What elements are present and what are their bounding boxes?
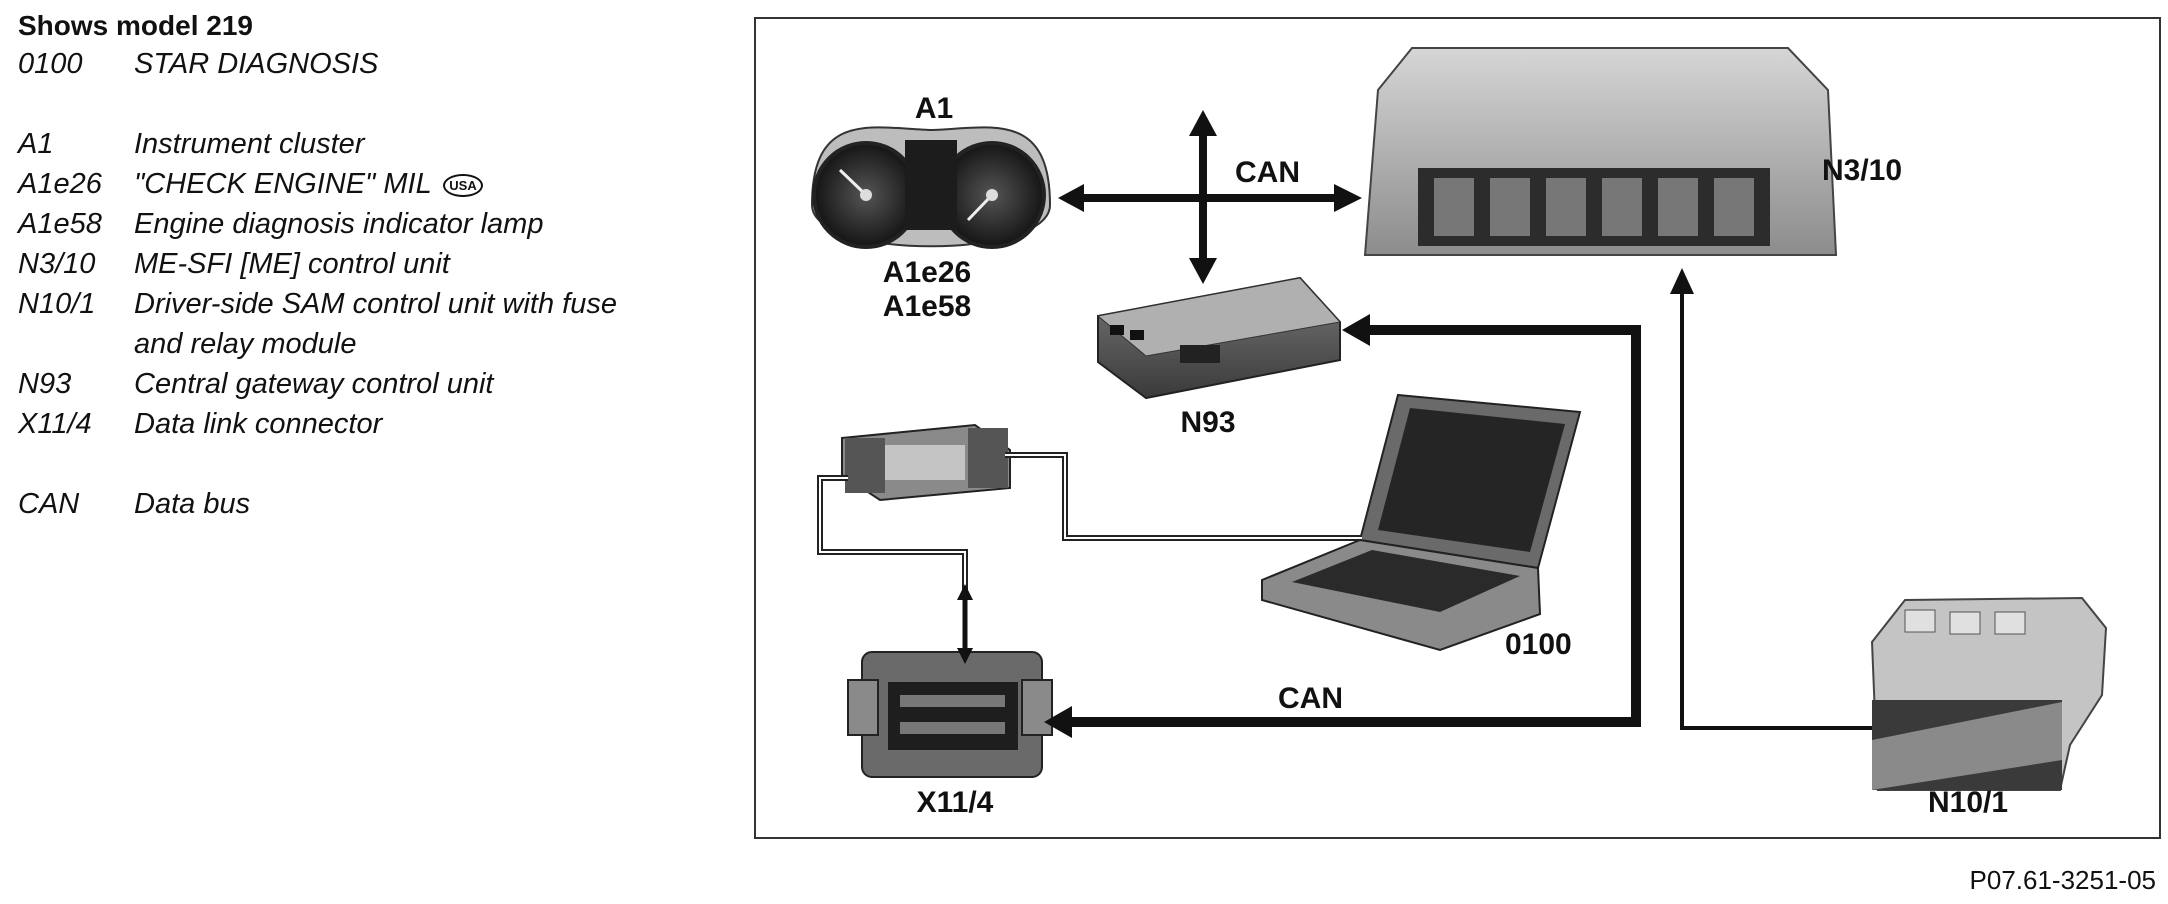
- legend-code: A1e58: [18, 208, 102, 240]
- can-bus-cross-arrow: [1058, 110, 1362, 284]
- label-n93: N93: [1180, 406, 1235, 439]
- legend-desc-line2: and relay module: [134, 328, 357, 360]
- legend-item-a1e26: A1e26 "CHECK ENGINE" MIL USA: [18, 164, 718, 204]
- label-a1e58: A1e58: [883, 290, 971, 323]
- laptop-0100: [1261, 393, 1582, 652]
- label-n10-1: N10/1: [1928, 786, 2008, 819]
- legend-code: CAN: [18, 488, 80, 520]
- legend-code: A1e26: [18, 168, 102, 200]
- legend-desc: Instrument cluster: [134, 128, 365, 160]
- adapter-link-arrow: [957, 584, 973, 664]
- legend-desc: STAR DIAGNOSIS: [134, 48, 379, 80]
- legend-code: A1: [18, 128, 54, 160]
- label-x11-4: X11/4: [917, 786, 994, 819]
- legend-item-0100: 0100 STAR DIAGNOSIS: [18, 44, 718, 84]
- legend-item-a1: A1 Instrument cluster: [18, 124, 718, 164]
- sam-control-unit-n10-1: [1870, 596, 2108, 791]
- legend-item-n10-1: N10/1 Driver-side SAM control unit with …: [18, 284, 718, 364]
- label-n3-10: N3/10: [1822, 154, 1902, 187]
- legend: Shows model 219 0100 STAR DIAGNOSIS A1 I…: [18, 8, 718, 524]
- diagram-frame: [754, 17, 2161, 839]
- gateway-n93: [1096, 276, 1341, 400]
- figure-reference: P07.61-3251-05: [1969, 865, 2156, 895]
- control-unit-n3-10: [1363, 47, 1838, 256]
- diagnostic-cables: [817, 452, 1362, 590]
- label-can-top: CAN: [1235, 156, 1300, 189]
- legend-code: X11/4: [18, 408, 92, 440]
- legend-desc: ME-SFI [ME] control unit: [134, 248, 450, 280]
- usa-badge: USA: [443, 173, 483, 197]
- legend-desc-line1: Driver-side SAM control unit with fuse: [134, 288, 617, 320]
- legend-title: Shows model 219: [18, 10, 253, 41]
- legend-item-n3-10: N3/10 ME-SFI [ME] control unit: [18, 244, 718, 284]
- label-a1e26: A1e26: [883, 256, 971, 289]
- legend-code: N3/10: [18, 248, 96, 280]
- legend-item-a1e58: A1e58 Engine diagnosis indicator lamp: [18, 204, 718, 244]
- sam-to-ecu-line: [1670, 268, 1872, 730]
- legend-desc: Data link connector: [134, 408, 383, 440]
- legend-item-n93: N93 Central gateway control unit: [18, 364, 718, 404]
- can-bus-line: [1044, 314, 1641, 738]
- legend-desc: Engine diagnosis indicator lamp: [134, 208, 544, 240]
- legend-desc: "CHECK ENGINE" MIL USA: [134, 164, 718, 204]
- label-0100: 0100: [1505, 628, 1572, 661]
- instrument-cluster-a1: [810, 126, 1052, 249]
- legend-item-x11-4: X11/4 Data link connector: [18, 404, 718, 444]
- scan-adapter: [841, 423, 1011, 502]
- legend-desc: Driver-side SAM control unit with fuse a…: [134, 284, 718, 364]
- legend-desc: Data bus: [134, 488, 251, 520]
- data-link-connector-x11-4: [847, 651, 1053, 778]
- label-can-bottom: CAN: [1278, 682, 1343, 715]
- legend-code: N93: [18, 368, 72, 400]
- legend-desc-text: "CHECK ENGINE" MIL: [134, 168, 432, 200]
- legend-code: 0100: [18, 48, 83, 80]
- legend-code: N10/1: [18, 288, 96, 320]
- legend-desc: Central gateway control unit: [134, 368, 494, 400]
- legend-item-can: CAN Data bus: [18, 484, 718, 524]
- label-a1: A1: [915, 92, 953, 125]
